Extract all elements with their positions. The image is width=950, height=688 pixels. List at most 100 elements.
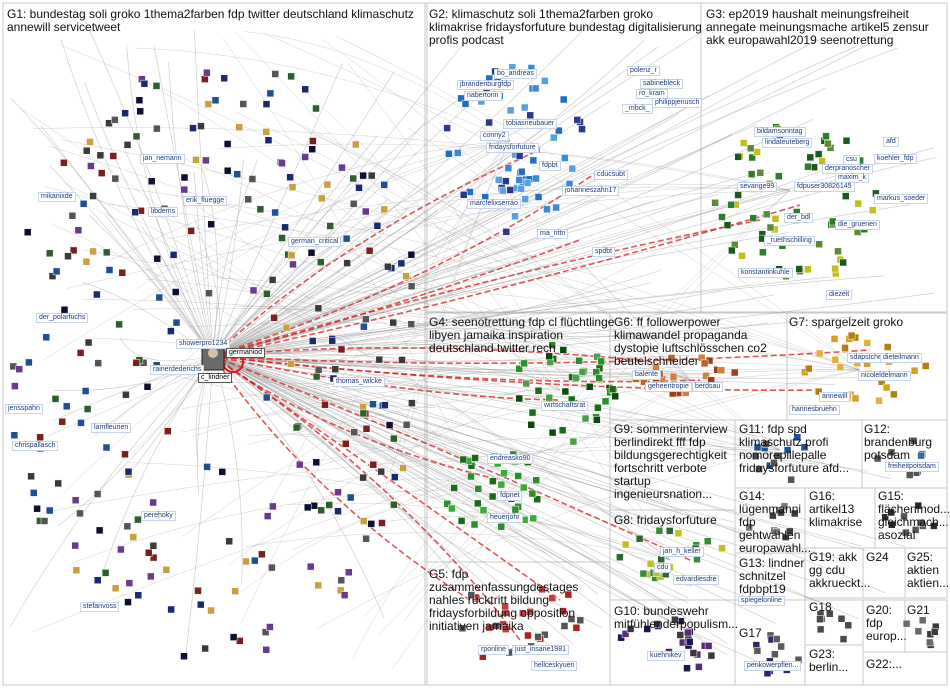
node-label[interactable]: _ruethschilling bbox=[764, 236, 815, 246]
group-title-g4: G4: seenotrettung fdp cl flüchtlinge lib… bbox=[429, 315, 615, 355]
node-label[interactable]: conny2 bbox=[480, 131, 509, 141]
edge bbox=[212, 355, 728, 644]
node-label[interactable]: geheentropie bbox=[645, 382, 692, 392]
edge bbox=[64, 183, 671, 561]
node-label[interactable]: wirtschaftsrat bbox=[541, 401, 589, 411]
node-label[interactable]: nabertonn bbox=[464, 91, 502, 101]
node-label[interactable]: hellceskyuen bbox=[531, 661, 578, 671]
node-label[interactable]: der_polarfuchs bbox=[36, 313, 89, 323]
node-label[interactable]: annewill bbox=[819, 392, 851, 402]
node bbox=[667, 354, 676, 362]
node bbox=[914, 627, 923, 636]
node-label[interactable]: ma_rittn bbox=[537, 229, 569, 239]
node bbox=[804, 162, 812, 171]
node-label[interactable]: just_insane1981 bbox=[512, 645, 569, 655]
node-label[interactable]: jan_h_keller bbox=[660, 547, 704, 557]
node-label[interactable]: lindateuteberg bbox=[762, 138, 813, 148]
node-label[interactable]: fdpuser30826145 bbox=[794, 182, 855, 192]
node-label[interactable]: sabinebleck bbox=[640, 79, 683, 89]
node bbox=[307, 248, 316, 257]
node-label[interactable]: perehoky bbox=[141, 511, 176, 521]
node bbox=[485, 623, 494, 632]
node-label[interactable]: tobiasneubauer bbox=[503, 119, 558, 129]
node-label[interactable]: mikanixde bbox=[38, 192, 76, 202]
node-label[interactable]: chrispallasch bbox=[12, 441, 59, 451]
edge bbox=[83, 249, 781, 451]
node-label[interactable]: csu bbox=[843, 155, 860, 165]
node-label[interactable]: markus_soeder bbox=[874, 194, 929, 204]
node-label[interactable]: jensspahn bbox=[5, 404, 43, 414]
node bbox=[515, 394, 523, 403]
node-label[interactable]: edvardiesdre bbox=[673, 575, 720, 585]
node-label[interactable]: penkowerpflen... bbox=[744, 661, 802, 671]
node-label[interactable]: hannesbruehn bbox=[789, 405, 840, 415]
node bbox=[771, 215, 780, 223]
node-label[interactable]: koehler_fdp bbox=[874, 154, 917, 164]
edge bbox=[43, 139, 511, 361]
node-label[interactable]: konstantinkuhle bbox=[738, 268, 793, 278]
node-label[interactable]: _mbck_ bbox=[622, 104, 653, 114]
node-label[interactable]: marcfelixserrao bbox=[467, 199, 521, 209]
node-label[interactable]: dieteilmann bbox=[880, 353, 922, 363]
node bbox=[831, 355, 840, 364]
node-label[interactable]: jan_nemann bbox=[140, 154, 185, 164]
node-label[interactable]: nicoleldelmann bbox=[858, 371, 911, 381]
node bbox=[783, 446, 792, 454]
node-label[interactable]: rainerdederichs bbox=[150, 365, 205, 375]
node bbox=[739, 139, 748, 147]
edge bbox=[212, 322, 769, 357]
node-label[interactable]: bildamsonntag bbox=[754, 127, 806, 137]
node bbox=[902, 619, 911, 628]
node-label[interactable]: diezeit bbox=[826, 290, 853, 300]
node-label[interactable]: endreasko90 bbox=[487, 454, 534, 464]
node-label[interactable]: sevange99 bbox=[737, 182, 778, 192]
node-label[interactable]: jbrandenburgfdp bbox=[457, 80, 514, 90]
node-label[interactable]: bo_andreas bbox=[494, 69, 537, 79]
node-label[interactable]: spiegelonline bbox=[738, 596, 785, 606]
node bbox=[201, 75, 209, 83]
node bbox=[312, 104, 320, 113]
node bbox=[317, 506, 325, 515]
node-label[interactable]: stefanvoss bbox=[80, 602, 120, 612]
edge bbox=[248, 433, 481, 491]
node-label[interactable]: johanneszahn17 bbox=[562, 186, 620, 196]
node-label[interactable]: fdpbt bbox=[539, 161, 561, 171]
node-label[interactable]: fdpnet bbox=[497, 491, 523, 501]
node bbox=[653, 620, 661, 628]
node bbox=[526, 608, 534, 616]
node-label[interactable]: germaniod bbox=[226, 348, 266, 358]
node-label[interactable]: der_bdl bbox=[784, 213, 814, 223]
node-label[interactable]: cducsubt bbox=[594, 170, 629, 180]
node-label[interactable]: berdsau bbox=[692, 382, 724, 392]
node-label[interactable]: fridaysforfuture bbox=[486, 143, 539, 153]
node-label[interactable]: cdu bbox=[654, 563, 672, 573]
node bbox=[289, 260, 297, 269]
node bbox=[201, 644, 209, 653]
node bbox=[831, 264, 839, 273]
node bbox=[118, 269, 127, 277]
node-label[interactable]: thomas_wilcke bbox=[333, 377, 385, 387]
node-label[interactable]: die_gruenen bbox=[835, 220, 880, 230]
node-label[interactable]: spdbt bbox=[592, 247, 616, 257]
node bbox=[122, 391, 130, 399]
node-label[interactable]: balente bbox=[632, 370, 661, 380]
node bbox=[111, 174, 120, 183]
node-label[interactable]: showerpro1234 bbox=[176, 339, 231, 349]
node-label[interactable]: afd bbox=[883, 137, 899, 147]
node bbox=[346, 493, 355, 502]
node-label[interactable]: polenz_r bbox=[627, 66, 660, 76]
node bbox=[278, 159, 286, 167]
node-label-hub[interactable]: c_lindner bbox=[198, 373, 233, 383]
node-label[interactable]: lamfleurien bbox=[91, 423, 132, 433]
node-label[interactable]: heuerjohr bbox=[487, 513, 523, 523]
node-label[interactable]: ro_kram bbox=[636, 89, 668, 99]
node-label[interactable]: libdems bbox=[148, 207, 179, 217]
node-label[interactable]: rponline bbox=[478, 645, 509, 655]
node-label[interactable]: kuehnikev bbox=[647, 651, 685, 661]
node-label[interactable]: erik_fluegge bbox=[183, 196, 228, 206]
node bbox=[467, 591, 476, 599]
node-label[interactable]: philippjenusch bbox=[652, 98, 703, 108]
node-label[interactable]: freiheitpotsdam bbox=[885, 462, 939, 472]
group-title-g1: G1: bundestag soli groko 1thema2farben f… bbox=[7, 7, 414, 34]
node-label[interactable]: german_critical bbox=[288, 237, 342, 247]
